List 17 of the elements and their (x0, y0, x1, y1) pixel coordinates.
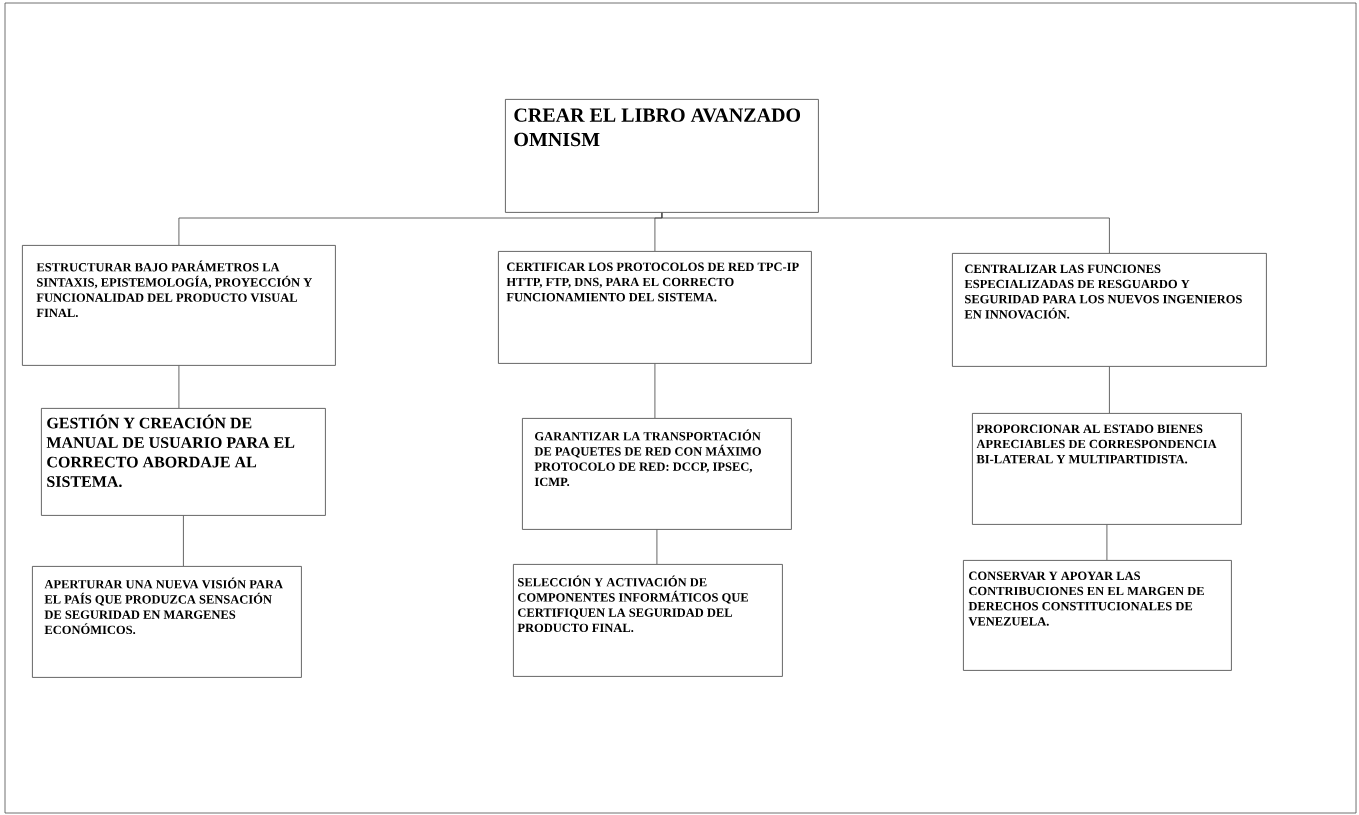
objective-box: CREAR EL LIBRO AVANZADO OMNISM (505, 99, 819, 213)
objective-box: GARANTIZAR LA TRANSPORTACIÓN DE PAQUETES DE RED CON MÁXIMO PROTOCOLO DE RED: DCCP, IPSEC, ICMP. (522, 418, 792, 530)
objective-box: GESTIÓN Y CREACIÓN DE MANUAL DE USUARIO PARA EL CORRECTO ABORDAJE AL SISTEMA. (41, 408, 326, 516)
objective-box: PROPORCIONAR AL ESTADO BIENES APRECIABLES DE CORRESPONDENCIA BI-LATERAL Y MULTIPARTIDISTA. (972, 413, 1242, 525)
connector-line (654, 363, 656, 419)
objective-box: APERTURAR UNA NUEVA VISIÓN PARA EL PAÍS QUE PRODUZCA SENSACIÓN DE SEGURIDAD EN MARGENES ECONÓMICOS. (32, 566, 302, 678)
objective-box: CONSERVAR Y APOYAR LAS CONTRIBUCIONES EN EL MARGEN DE DERECHOS CONSTITUCIONALES DE VENEZUELA. (963, 560, 1232, 671)
objective-box: CENTRALIZAR LAS FUNCIONES ESPECIALIZADAS DE RESGUARDO Y SEGURIDAD PARA LOS NUEVOS INGENIEROS EN INNOVACIÓN. (952, 253, 1267, 367)
connector-line (1106, 524, 1108, 561)
connector-line (183, 515, 184, 567)
objective-box: ESTRUCTURAR BAJO PARÁMETROS LA SINTAXIS, EPISTEMOLOGÍA, PROYECCIÓN Y FUNCIONALIDAD DEL PRODUCTO VISUAL FINAL. (22, 245, 336, 366)
connector-line (661, 212, 1110, 254)
connector-line (178, 365, 180, 409)
connector-line (1109, 366, 1110, 414)
connector-line (656, 529, 658, 565)
objective-box: CERTIFICAR LOS PROTOCOLOS DE RED TPC-IP HTTP, FTP, DNS, PARA EL CORRECTO FUNCIONAMIENTO DEL SISTEMA. (498, 251, 812, 364)
objective-box: SELECCIÓN Y ACTIVACIÓN DE COMPONENTES INFORMÁTICOS QUE CERTIFIQUEN LA SEGURIDAD DEL PRODUCTO FINAL. (513, 564, 783, 677)
